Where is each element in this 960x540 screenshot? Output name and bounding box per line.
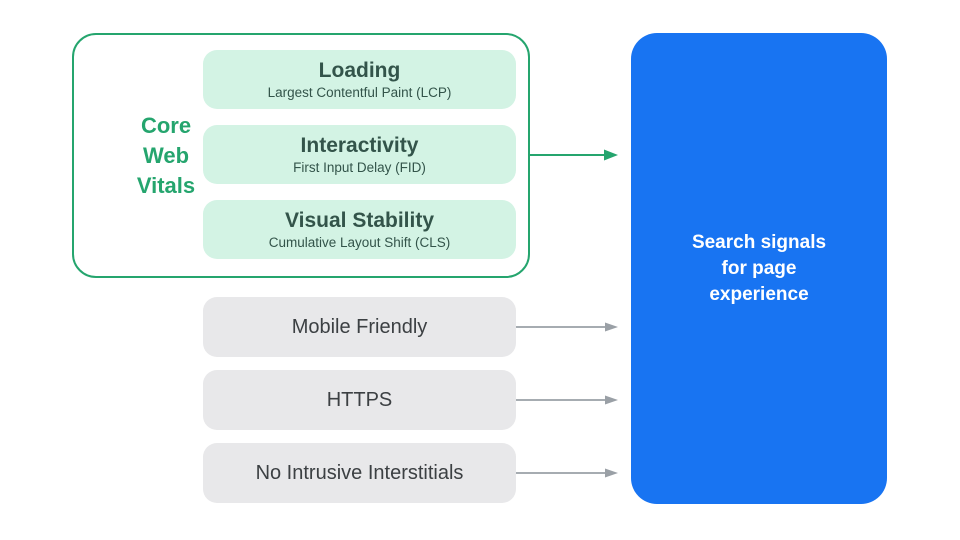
interactivity-pill-title: Interactivity [300,133,419,157]
core-web-vitals-group: Core Web Vitals Loading Largest Contentf… [72,33,530,278]
interactivity-pill-subtitle: First Input Delay (FID) [293,159,426,175]
visual-stability-pill-title: Visual Stability [285,208,434,232]
visual-stability-pill: Visual Stability Cumulative Layout Shift… [203,200,516,259]
https-pill: HTTPS [203,370,516,430]
loading-pill-subtitle: Largest Contentful Paint (LCP) [267,84,452,100]
interactivity-pill: Interactivity First Input Delay (FID) [203,125,516,184]
mobile-friendly-arrow [516,322,618,332]
core-web-vitals-arrow [530,149,618,161]
no-intrusive-interstitials-arrow [516,468,618,478]
search-signals-label: Search signals for page experience [691,231,827,305]
mobile-friendly-pill: Mobile Friendly [203,297,516,357]
core-web-vitals-label: Core Web Vitals [136,112,196,198]
https-arrow [516,395,618,405]
no-intrusive-interstitials-pill: No Intrusive Interstitials [203,443,516,503]
visual-stability-pill-subtitle: Cumulative Layout Shift (CLS) [268,234,451,250]
core-web-vitals-pill-column: Loading Largest Contentful Paint (LCP) I… [203,50,516,259]
loading-pill: Loading Largest Contentful Paint (LCP) [203,50,516,109]
search-signals-box: Search signals for page experience [631,33,887,504]
loading-pill-title: Loading [318,58,401,82]
